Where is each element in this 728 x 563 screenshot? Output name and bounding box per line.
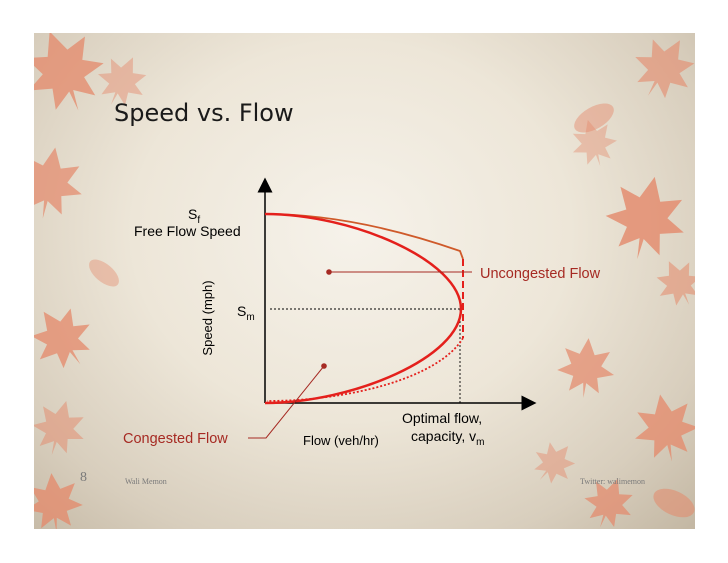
- autumn-leaves-background: [34, 33, 695, 529]
- slide: Speed vs. Flow Uncongested Flow Congeste…: [34, 33, 695, 529]
- orange-congested-dotted-curve: [266, 337, 464, 402]
- optimal-flow-label-line1: Optimal flow,: [402, 410, 482, 426]
- orange-speed-flow-curve: [264, 213, 464, 260]
- leaf-decoration: [653, 488, 695, 518]
- leaf-decoration: [89, 259, 119, 287]
- optimal-speed-symbol: Sm: [237, 303, 255, 323]
- x-axis-title: Flow (veh/hr): [303, 433, 379, 448]
- slide-title: Speed vs. Flow: [114, 99, 294, 127]
- slide-number: 8: [80, 470, 87, 485]
- speed-flow-diagram: Uncongested Flow Congested Flow Sf Free …: [123, 177, 601, 448]
- red-parabolic-speed-flow-curve: [264, 212, 463, 405]
- optimal-flow-label-line2: capacity, vm: [411, 428, 484, 448]
- footer-twitter: Twitter: walimemon: [580, 477, 645, 486]
- uncongested-flow-label: Uncongested Flow: [480, 266, 601, 282]
- congested-leader-line: [248, 365, 325, 439]
- leaf-decoration: [574, 103, 614, 133]
- y-axis-title: Speed (mph): [200, 280, 215, 355]
- free-flow-speed-label: Free Flow Speed: [134, 223, 241, 239]
- free-flow-speed-symbol: Sf: [188, 206, 200, 226]
- congested-flow-label: Congested Flow: [123, 431, 228, 447]
- footer-author: Wali Memon: [125, 477, 167, 486]
